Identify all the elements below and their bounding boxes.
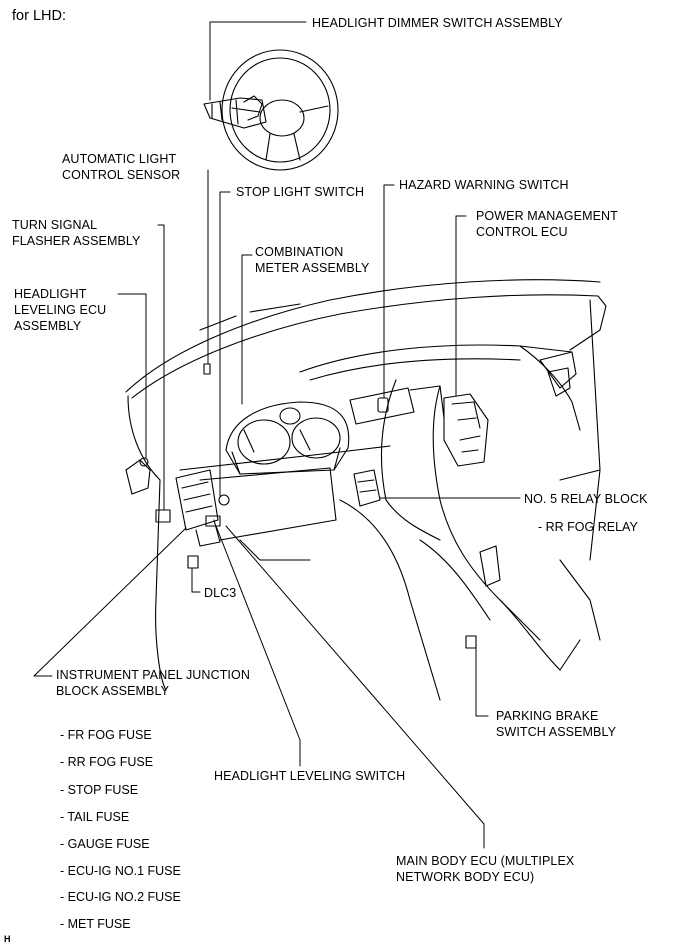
parking-brake-label: PARKING BRAKE SWITCH ASSEMBLY: [496, 709, 617, 739]
leader-lines: [33, 21, 521, 849]
relay-block-drawing: [353, 469, 381, 507]
turn-signal-flasher-label: TURN SIGNAL FLASHER ASSEMBLY: [12, 218, 141, 248]
auto-light-sensor-label: AUTOMATIC LIGHT CONTROL SENSOR: [62, 152, 181, 182]
dashboard-outline-drawing: [125, 279, 607, 701]
fuse-item: - ECU-IG NO.2 FUSE: [60, 890, 181, 904]
headlight-leveling-ecu-drawing: [125, 457, 151, 495]
headlight-leveling-ecu-label: HEADLIGHT LEVELING ECU ASSEMBLY: [14, 287, 107, 333]
fuse-item: - MET FUSE: [60, 917, 131, 931]
combination-meter-label: COMBINATION METER ASSEMBLY: [255, 245, 370, 275]
page-title: for LHD:: [12, 8, 66, 24]
flasher-drawing: [155, 509, 171, 523]
hazard-switch-drawing: [377, 397, 389, 413]
main-body-ecu-label: MAIN BODY ECU (MULTIPLEX NETWORK BODY EC…: [396, 854, 575, 884]
headlight-dimmer-label: HEADLIGHT DIMMER SWITCH ASSEMBLY: [312, 16, 563, 30]
fuse-item: - GAUGE FUSE: [60, 837, 150, 851]
fuse-item: - FR FOG FUSE: [60, 728, 152, 742]
power-management-ecu-drawing: [443, 393, 489, 467]
power-mgmt-ecu-label: POWER MANAGEMENT CONTROL ECU: [476, 209, 618, 239]
hazard-switch-label: HAZARD WARNING SWITCH: [399, 178, 569, 192]
corner-mark: H: [4, 934, 11, 944]
stop-light-switch-label: STOP LIGHT SWITCH: [236, 185, 365, 199]
relay-block-label: NO. 5 RELAY BLOCK: [524, 492, 648, 506]
dlc3-label: DLC3: [204, 586, 237, 600]
junction-block-drawing: [175, 469, 221, 547]
rr-fog-relay-label: - RR FOG RELAY: [538, 520, 638, 534]
leveling-switch-drawing: [205, 515, 221, 527]
dlc3-drawing: [187, 555, 199, 569]
stop-light-switch-drawing: [218, 494, 230, 506]
steering-wheel-drawing: [203, 49, 339, 171]
parking-brake-switch-drawing: [465, 635, 477, 649]
fuse-item: - STOP FUSE: [60, 783, 139, 797]
auto-light-sensor-drawing: [203, 363, 211, 375]
ip-junction-block-label: INSTRUMENT PANEL JUNCTION BLOCK ASSEMBLY: [56, 668, 250, 698]
fuse-item: - RR FOG FUSE: [60, 755, 154, 769]
headlight-leveling-switch-label: HEADLIGHT LEVELING SWITCH: [214, 769, 406, 783]
fuse-item: - ECU-IG NO.1 FUSE: [60, 864, 181, 878]
combination-meter-drawing: [225, 401, 350, 475]
fuse-item: - TAIL FUSE: [60, 810, 130, 824]
